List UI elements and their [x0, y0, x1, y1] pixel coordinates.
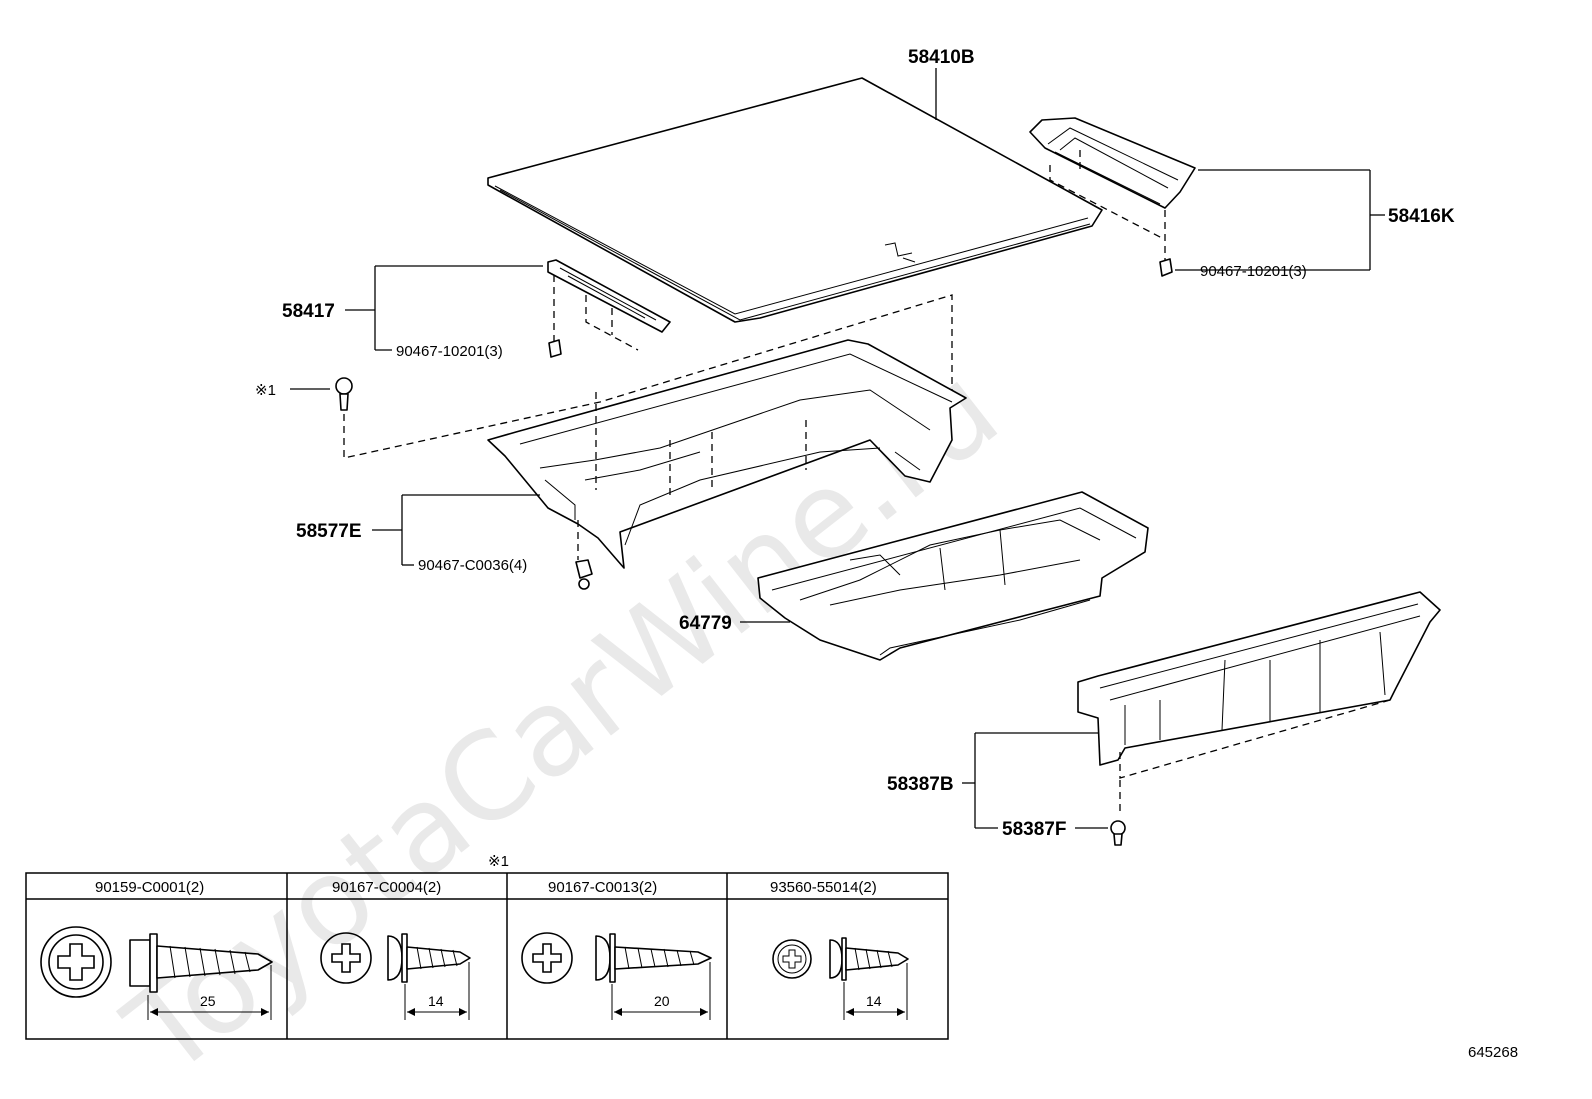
label-58387b[interactable]: 58387B	[887, 774, 954, 795]
table-col2-length: 14	[428, 993, 444, 1009]
part-58387b-sill[interactable]	[1077, 591, 1441, 766]
table-col4-length: 14	[866, 993, 882, 1009]
label-58410b[interactable]: 58410B	[908, 47, 975, 68]
table-col3-length: 20	[654, 993, 670, 1009]
table-col4-screw-icon	[772, 937, 909, 1020]
table-col3-code[interactable]: 90167-C0013(2)	[548, 879, 657, 896]
screw-icon-note[interactable]	[335, 377, 353, 411]
part-58410b-deck-board[interactable]	[487, 77, 1103, 323]
clip-icon-center[interactable]	[575, 559, 593, 590]
fastener-table: ※1 90159-C0001(2) 90167-C0004(2) 90167-C…	[25, 853, 949, 1040]
clip-icon-right[interactable]	[1159, 258, 1173, 277]
table-note-mark: ※1	[488, 853, 509, 870]
table-col1-length: 25	[200, 993, 216, 1009]
table-col2-screw-icon	[320, 932, 471, 1020]
diagram-id: 645268	[1468, 1044, 1518, 1061]
label-58417[interactable]: 58417	[282, 301, 335, 322]
clip-icon-left[interactable]	[548, 339, 562, 358]
table-col1-screw-icon	[40, 926, 273, 1020]
label-clip-left[interactable]: 90467-10201(3)	[396, 343, 503, 360]
label-clip-center[interactable]: 90467-C0036(4)	[418, 557, 527, 574]
label-58416k[interactable]: 58416K	[1388, 206, 1455, 227]
table-col2-code[interactable]: 90167-C0004(2)	[332, 879, 441, 896]
label-64779[interactable]: 64779	[679, 613, 732, 634]
table-col1-code[interactable]: 90159-C0001(2)	[95, 879, 204, 896]
label-58577e[interactable]: 58577E	[296, 521, 362, 542]
note-mark-1: ※1	[255, 382, 276, 399]
screw-icon-58387f[interactable]	[1110, 820, 1126, 846]
table-col4-code[interactable]: 93560-55014(2)	[770, 879, 877, 896]
label-58387f[interactable]: 58387F	[1002, 819, 1066, 840]
part-58417-trim[interactable]	[547, 259, 671, 333]
part-64779-box[interactable]	[757, 491, 1149, 661]
table-col3-screw-icon	[521, 932, 712, 1020]
part-58577e-tray[interactable]	[487, 339, 967, 569]
part-58416k-trim[interactable]	[1029, 117, 1196, 209]
label-clip-right[interactable]: 90467-10201(3)	[1200, 263, 1307, 280]
